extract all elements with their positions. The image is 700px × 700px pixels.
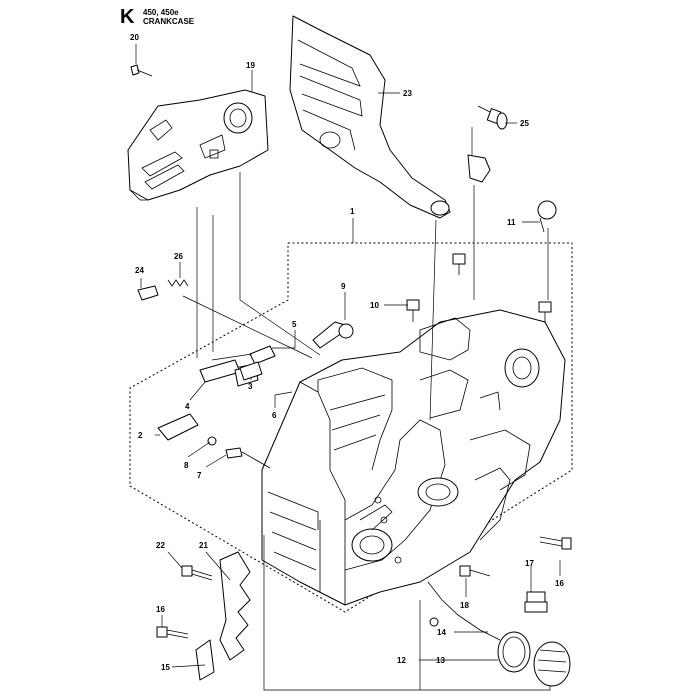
bolt-10-part xyxy=(406,253,552,323)
callout-4: 4 xyxy=(185,402,190,411)
plate-2-part xyxy=(157,413,199,441)
pin-6-part xyxy=(274,391,293,396)
callout-9: 9 xyxy=(341,282,346,291)
callout-12: 12 xyxy=(397,656,406,665)
part-9 xyxy=(312,321,354,349)
leader-lines xyxy=(135,44,561,691)
callout-26: 26 xyxy=(174,252,183,261)
o-ring-13-inner xyxy=(502,636,526,668)
callout-6: 6 xyxy=(272,411,277,420)
fitting-7-part xyxy=(225,447,271,469)
callout-15: 15 xyxy=(161,663,170,672)
tank-cap-12-part xyxy=(533,641,571,687)
chain-guard-part xyxy=(127,89,269,201)
bumper-spike-21-part xyxy=(219,551,251,661)
callout-19: 19 xyxy=(246,61,255,70)
callout-21: 21 xyxy=(199,541,208,550)
screw-18-part xyxy=(459,565,491,577)
callout-25: 25 xyxy=(520,119,529,128)
crankcase-part xyxy=(261,309,566,606)
bracket-15-part xyxy=(195,639,215,681)
screw-16-left-part xyxy=(156,626,189,639)
callout-14: 14 xyxy=(437,628,446,637)
callout-5: 5 xyxy=(292,320,297,329)
callout-8: 8 xyxy=(184,461,189,470)
callout-16-left: 16 xyxy=(156,605,165,614)
section-letter: K xyxy=(120,6,135,28)
callout-10: 10 xyxy=(370,301,379,310)
strap-14-part xyxy=(427,581,501,641)
callout-16-right: 16 xyxy=(555,579,564,588)
strap-14-end xyxy=(429,617,439,627)
washer-8-part xyxy=(207,436,217,446)
callout-7: 7 xyxy=(197,471,202,480)
pad-24-part xyxy=(137,285,159,301)
bushing-25-part xyxy=(477,105,508,130)
callout-2: 2 xyxy=(138,431,143,440)
callout-17: 17 xyxy=(525,559,534,568)
callout-labels: 20 19 23 25 11 1 26 24 9 10 5 4 3 6 2 8 … xyxy=(130,33,564,672)
callout-22: 22 xyxy=(156,541,165,550)
screw-22-part xyxy=(181,565,213,581)
callout-23: 23 xyxy=(403,89,412,98)
callout-24: 24 xyxy=(135,266,144,275)
section-title: CRANKCASE xyxy=(143,17,195,26)
front-handle-part xyxy=(289,15,451,219)
callout-20: 20 xyxy=(130,33,139,42)
screw-16-right-part xyxy=(539,536,572,550)
clamp-11-part xyxy=(467,154,557,233)
cap-17-part xyxy=(524,591,548,613)
callout-11: 11 xyxy=(507,218,516,227)
model-label: 450, 450e xyxy=(143,8,179,17)
screw-20-part xyxy=(130,64,153,77)
spring-26-part xyxy=(167,279,189,287)
callout-13: 13 xyxy=(436,656,445,665)
callout-18: 18 xyxy=(460,601,469,610)
pin-3-part xyxy=(239,361,263,381)
callout-1: 1 xyxy=(350,207,355,216)
callout-3: 3 xyxy=(248,382,253,391)
